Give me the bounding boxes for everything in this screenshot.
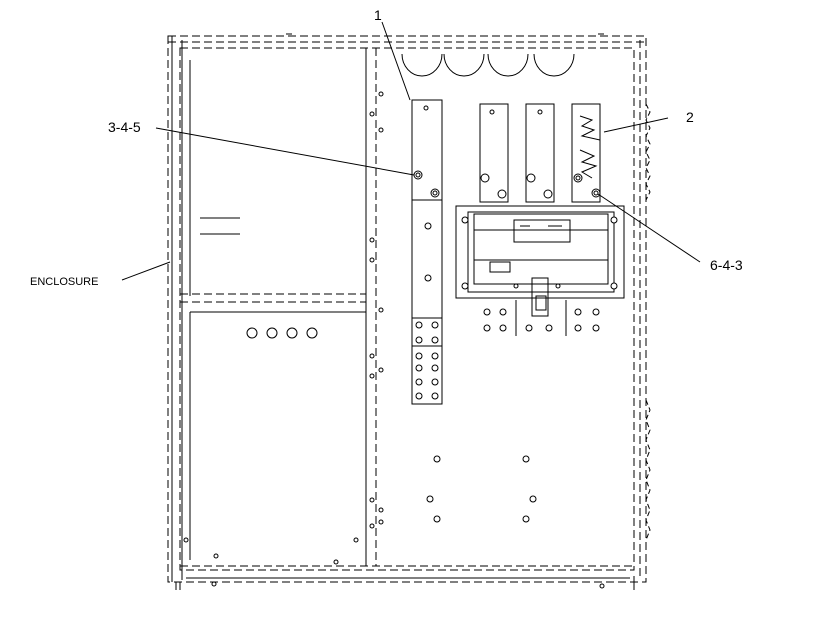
- divider-fasteners: [183, 91, 605, 589]
- callout-enclosure: ENCLOSURE: [30, 276, 98, 288]
- leader-item-3-4-5: [155, 127, 415, 176]
- right-edge-detail: [645, 399, 651, 541]
- leader-item-6-4-3: [597, 193, 701, 263]
- top-knockouts: [401, 53, 575, 77]
- leader-item-2: [603, 117, 669, 133]
- leader-enclosure: [121, 261, 171, 281]
- callout-item-6-4-3: 6-4-3: [710, 257, 743, 273]
- callout-item-3-4-5: 3-4-5: [108, 119, 141, 135]
- leader-item-1: [381, 21, 411, 101]
- divider-panel: [180, 48, 377, 566]
- callout-item-2: 2: [686, 109, 694, 125]
- enclosure-frame: [167, 33, 647, 590]
- ground-busbar: [411, 99, 443, 405]
- module-mount-holes: [483, 300, 600, 336]
- leader-lines: [121, 21, 701, 281]
- terminal-block: [571, 103, 651, 203]
- backpanel-holes: [426, 455, 537, 523]
- terminal-bars: [479, 103, 555, 203]
- left-panel-holes: [246, 327, 318, 339]
- relay-module: [455, 205, 625, 317]
- callout-item-1: 1: [374, 7, 382, 23]
